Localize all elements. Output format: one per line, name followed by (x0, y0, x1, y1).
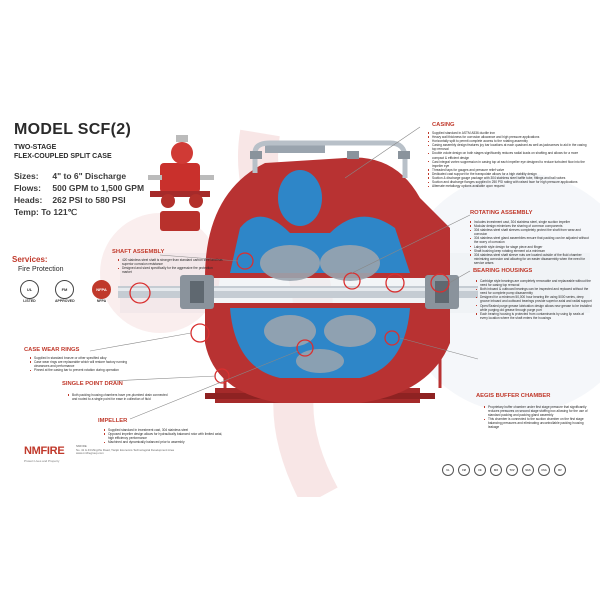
list-item: Supplied standard in ASTM A536 ductile i… (428, 131, 588, 135)
bearing-housings-list: Cartridge style bearings are completely … (476, 279, 592, 320)
services-heading: Services: (12, 255, 48, 264)
list-item: Proprietary buffer chamber under first s… (484, 405, 592, 417)
spec-value: 262 PSI to 580 PSI (52, 195, 126, 205)
address-line: No. 41 & 43 Mingzhu Road, Tianjin Econom… (76, 447, 174, 452)
cert-logo-icon: CE (474, 464, 486, 476)
fm-approved-badge: FM APPROVED (55, 280, 75, 303)
list-item: Designed for a minimum 50,000 hour beari… (476, 295, 592, 303)
list-item: Case wear rings are replaceable which wi… (30, 360, 142, 368)
list-item: Labyrinth style design for stage piece a… (470, 245, 590, 249)
case-wear-rings-list: Supplied in standard bronze or other spe… (30, 356, 142, 372)
list-item: Modular design minimizes the sharing of … (470, 224, 590, 228)
badge-caption: NFPA (96, 299, 107, 303)
cert-logo-icon: ISO (490, 464, 502, 476)
casing-heading: CASING (432, 122, 455, 128)
services-value: Fire Protection (18, 266, 64, 273)
cert-logo-icon: TUV (506, 464, 518, 476)
spec-label: Heads: (14, 195, 43, 205)
aegis-buffer-chamber-heading: AEGIS BUFFER CHAMBER (476, 393, 551, 399)
aegis-buffer-chamber-list: Proprietary buffer chamber under first s… (484, 405, 592, 430)
list-item: 420 stainless steel shaft is stronger th… (118, 258, 223, 266)
company-address: NMFIRE No. 41 & 43 Mingzhu Road, Tianjin… (76, 444, 174, 456)
nfpa-logo-icon: NFPA (92, 280, 111, 299)
single-point-drain-heading: SINGLE POINT DRAIN (62, 381, 123, 387)
spec-temp: Temp: To 121℃ (14, 207, 77, 218)
pump-photo (148, 135, 214, 231)
spec-label: Temp: (14, 207, 39, 217)
casing-list: Supplied standard in ASTM A536 ductile i… (428, 131, 588, 188)
list-item: Opposed impeller design allows for hydra… (104, 432, 226, 440)
list-item: Dedicated cast support for the transpola… (428, 172, 588, 176)
impeller-heading: IMPELLER (98, 418, 128, 424)
list-item: Cast integral vortex suppression in casi… (428, 160, 588, 168)
list-item: Designed and sized specifically for the … (118, 266, 223, 274)
address-line: NMFIRE (76, 444, 87, 448)
bearing-housings-heading: BEARING HOUSINGS (473, 268, 533, 274)
list-item: Both inboard & outboard bearings can be … (476, 287, 592, 295)
cert-logo-icon: CSA (538, 464, 550, 476)
poster: MODEL SCF(2) TWO-STAGE FLEX-COUPLED SPLI… (0, 103, 600, 497)
shaft-assembly-heading: SHAFT ASSEMBLY (112, 249, 165, 255)
list-item: Alternate metallurgy options available u… (428, 184, 588, 188)
cert-logo-icon: SGS (522, 464, 534, 476)
list-item: Suction and discharge flanges supplied i… (428, 180, 588, 184)
subtitle-line-1: TWO-STAGE (14, 144, 57, 151)
ul-logo-icon: UL (20, 280, 39, 299)
list-item: Cartridge style bearings are completely … (476, 279, 592, 287)
address-line: www.nmfiregroup.com (76, 451, 104, 456)
page-subtitle: TWO-STAGE FLEX-COUPLED SPLIT CASE (14, 143, 112, 161)
impeller-list: Supplied standard in investment cast, 30… (104, 428, 226, 444)
spec-flows: Flows: 500 GPM to 1,500 GPM (14, 183, 144, 193)
list-item: 304 stainless steel shaft sleeves comple… (470, 228, 590, 236)
rotating-assembly-list: Includes investment cast, 304 stainless … (470, 220, 590, 265)
case-wear-rings-heading: CASE WEAR RINGS (24, 347, 80, 353)
cert-logo-icon: UL (442, 464, 454, 476)
shaft-assembly-list: 420 stainless steel shaft is stronger th… (118, 258, 223, 274)
list-item: Threaded taps for gauges and pressure re… (428, 168, 588, 172)
spec-label: Flows: (14, 183, 41, 193)
list-item: Machined and dynamically balanced prior … (104, 440, 226, 444)
list-item: This chamber is connected to the suction… (484, 417, 592, 429)
badge-caption: LISTED (23, 299, 36, 303)
spec-sizes: Sizes: 4" to 6" Discharge (14, 171, 126, 181)
list-item: Includes investment cast, 304 stainless … (470, 220, 590, 224)
list-item: Heavy wall thickness for corrosion allow… (428, 135, 588, 139)
list-item: Each bearing housing is protected from c… (476, 312, 592, 320)
spec-heads: Heads: 262 PSI to 580 PSI (14, 195, 126, 205)
page-title: MODEL SCF(2) (14, 121, 132, 138)
list-item: Casing assembly design features joy bar … (428, 143, 588, 151)
badge-caption: APPROVED (55, 299, 75, 303)
rotating-assembly-heading: ROTATING ASSEMBLY (470, 210, 533, 216)
list-item: Shaft bushing keep rotating element at a… (470, 249, 590, 253)
list-item: Supplied standard in investment cast, 30… (104, 428, 226, 432)
pump-cutaway-illustration (89, 126, 479, 420)
list-item: Double volute design on both stages sign… (428, 151, 588, 160)
spec-value: 500 GPM to 1,500 GPM (52, 183, 145, 193)
nfpa-badge: NFPA NFPA (92, 280, 111, 303)
list-item: Pinned at the casing bar to prevent rota… (30, 368, 142, 372)
spec-label: Sizes: (14, 171, 39, 181)
fm-logo-icon: FM (55, 280, 74, 299)
cert-logo-icon: FM (458, 464, 470, 476)
list-item: Suction & discharge gauge package with 3… (428, 176, 588, 180)
list-item: Open/Sealed purge grease lubrication des… (476, 304, 592, 312)
subtitle-line-2: FLEX-COUPLED SPLIT CASE (14, 153, 112, 160)
certification-logos: UL FM CE ISO TUV SGS CSA BV (442, 464, 566, 476)
single-point-drain-list: Both packing housing chambers have pre-p… (68, 393, 168, 401)
list-item: 304 stainless steel shaft sleeve nuts ar… (470, 253, 590, 265)
spec-value: To 121℃ (41, 207, 78, 217)
cert-logo-icon: BV (554, 464, 566, 476)
ul-listed-badge: UL LISTED (20, 280, 39, 303)
list-item: Both packing housing chambers have pre-p… (68, 393, 168, 401)
list-item: 304 stainless steel gland assemblies ens… (470, 236, 590, 244)
list-item: Horizontally split to permit complete ac… (428, 139, 588, 143)
spec-value: 4" to 6" Discharge (52, 171, 127, 181)
list-item: Supplied in standard bronze or other spe… (30, 356, 142, 360)
brand-tagline: Protect Lives and Property (24, 459, 60, 463)
brand-logo: NMFIRE (24, 445, 65, 457)
